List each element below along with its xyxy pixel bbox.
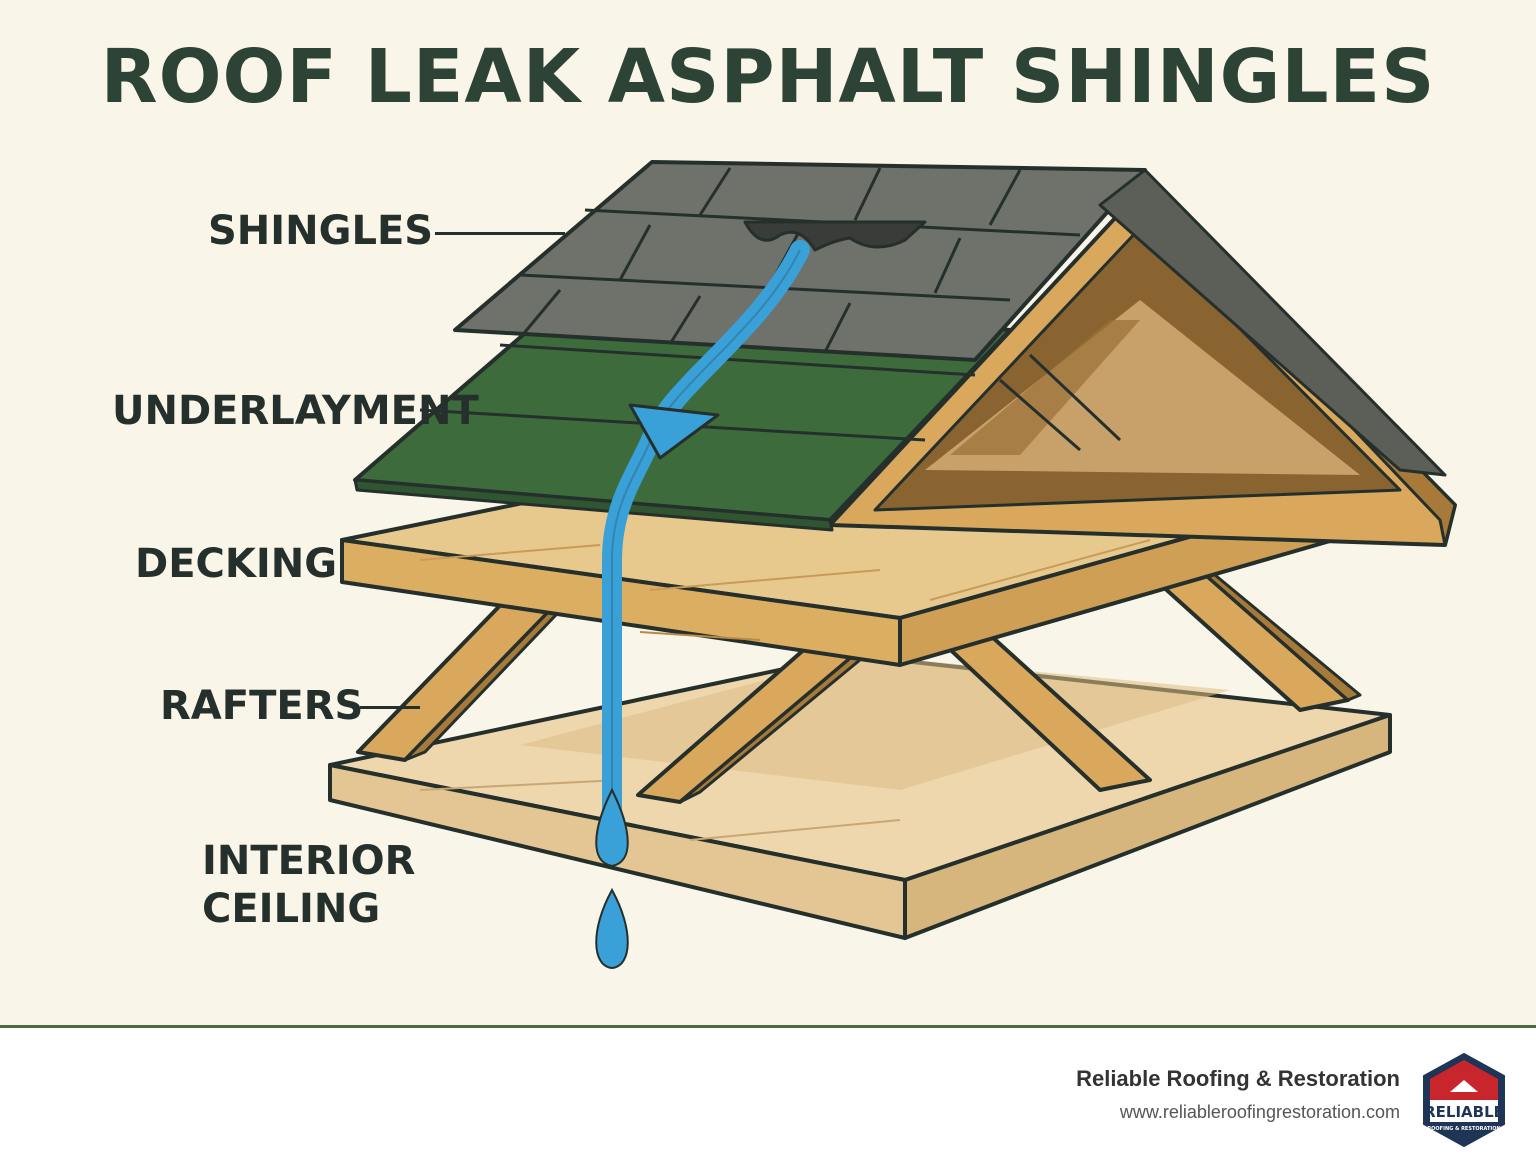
label-interior-ceiling-line2: CEILING [202,886,381,932]
label-underlayment: UNDERLAYMENT [112,388,479,434]
logo-text: RELIABLE [1424,1103,1504,1121]
water-drop-icon [595,887,629,970]
label-decking: DECKING [135,541,338,587]
water-leak-path [595,240,810,970]
logo-subtext: ROOFING & RESTORATION [1427,1126,1500,1132]
interior-ceiling-layer [328,653,1392,940]
label-interior-ceiling-line1: INTERIOR [202,838,416,884]
diagram-title: ROOF LEAK ASPHALT SHINGLES [100,34,1436,120]
footer: Reliable Roofing & Restoration www.relia… [0,1025,1536,1154]
rafters-layer [356,568,1362,804]
leader-rafters [360,706,420,709]
diagram-canvas: ROOF LEAK ASPHALT SHINGLES [100,34,1457,970]
label-rafters: RAFTERS [160,683,364,729]
company-website[interactable]: www.reliableroofingrestoration.com [1119,1102,1400,1122]
house-shield-logo-icon: RELIABLE ROOFING & RESTORATION [1423,1052,1505,1148]
label-shingles: SHINGLES [208,208,434,254]
company-name: Reliable Roofing & Restoration [1076,1066,1400,1091]
roof-layers-illustration [328,160,1457,970]
leader-shingles [435,232,565,235]
